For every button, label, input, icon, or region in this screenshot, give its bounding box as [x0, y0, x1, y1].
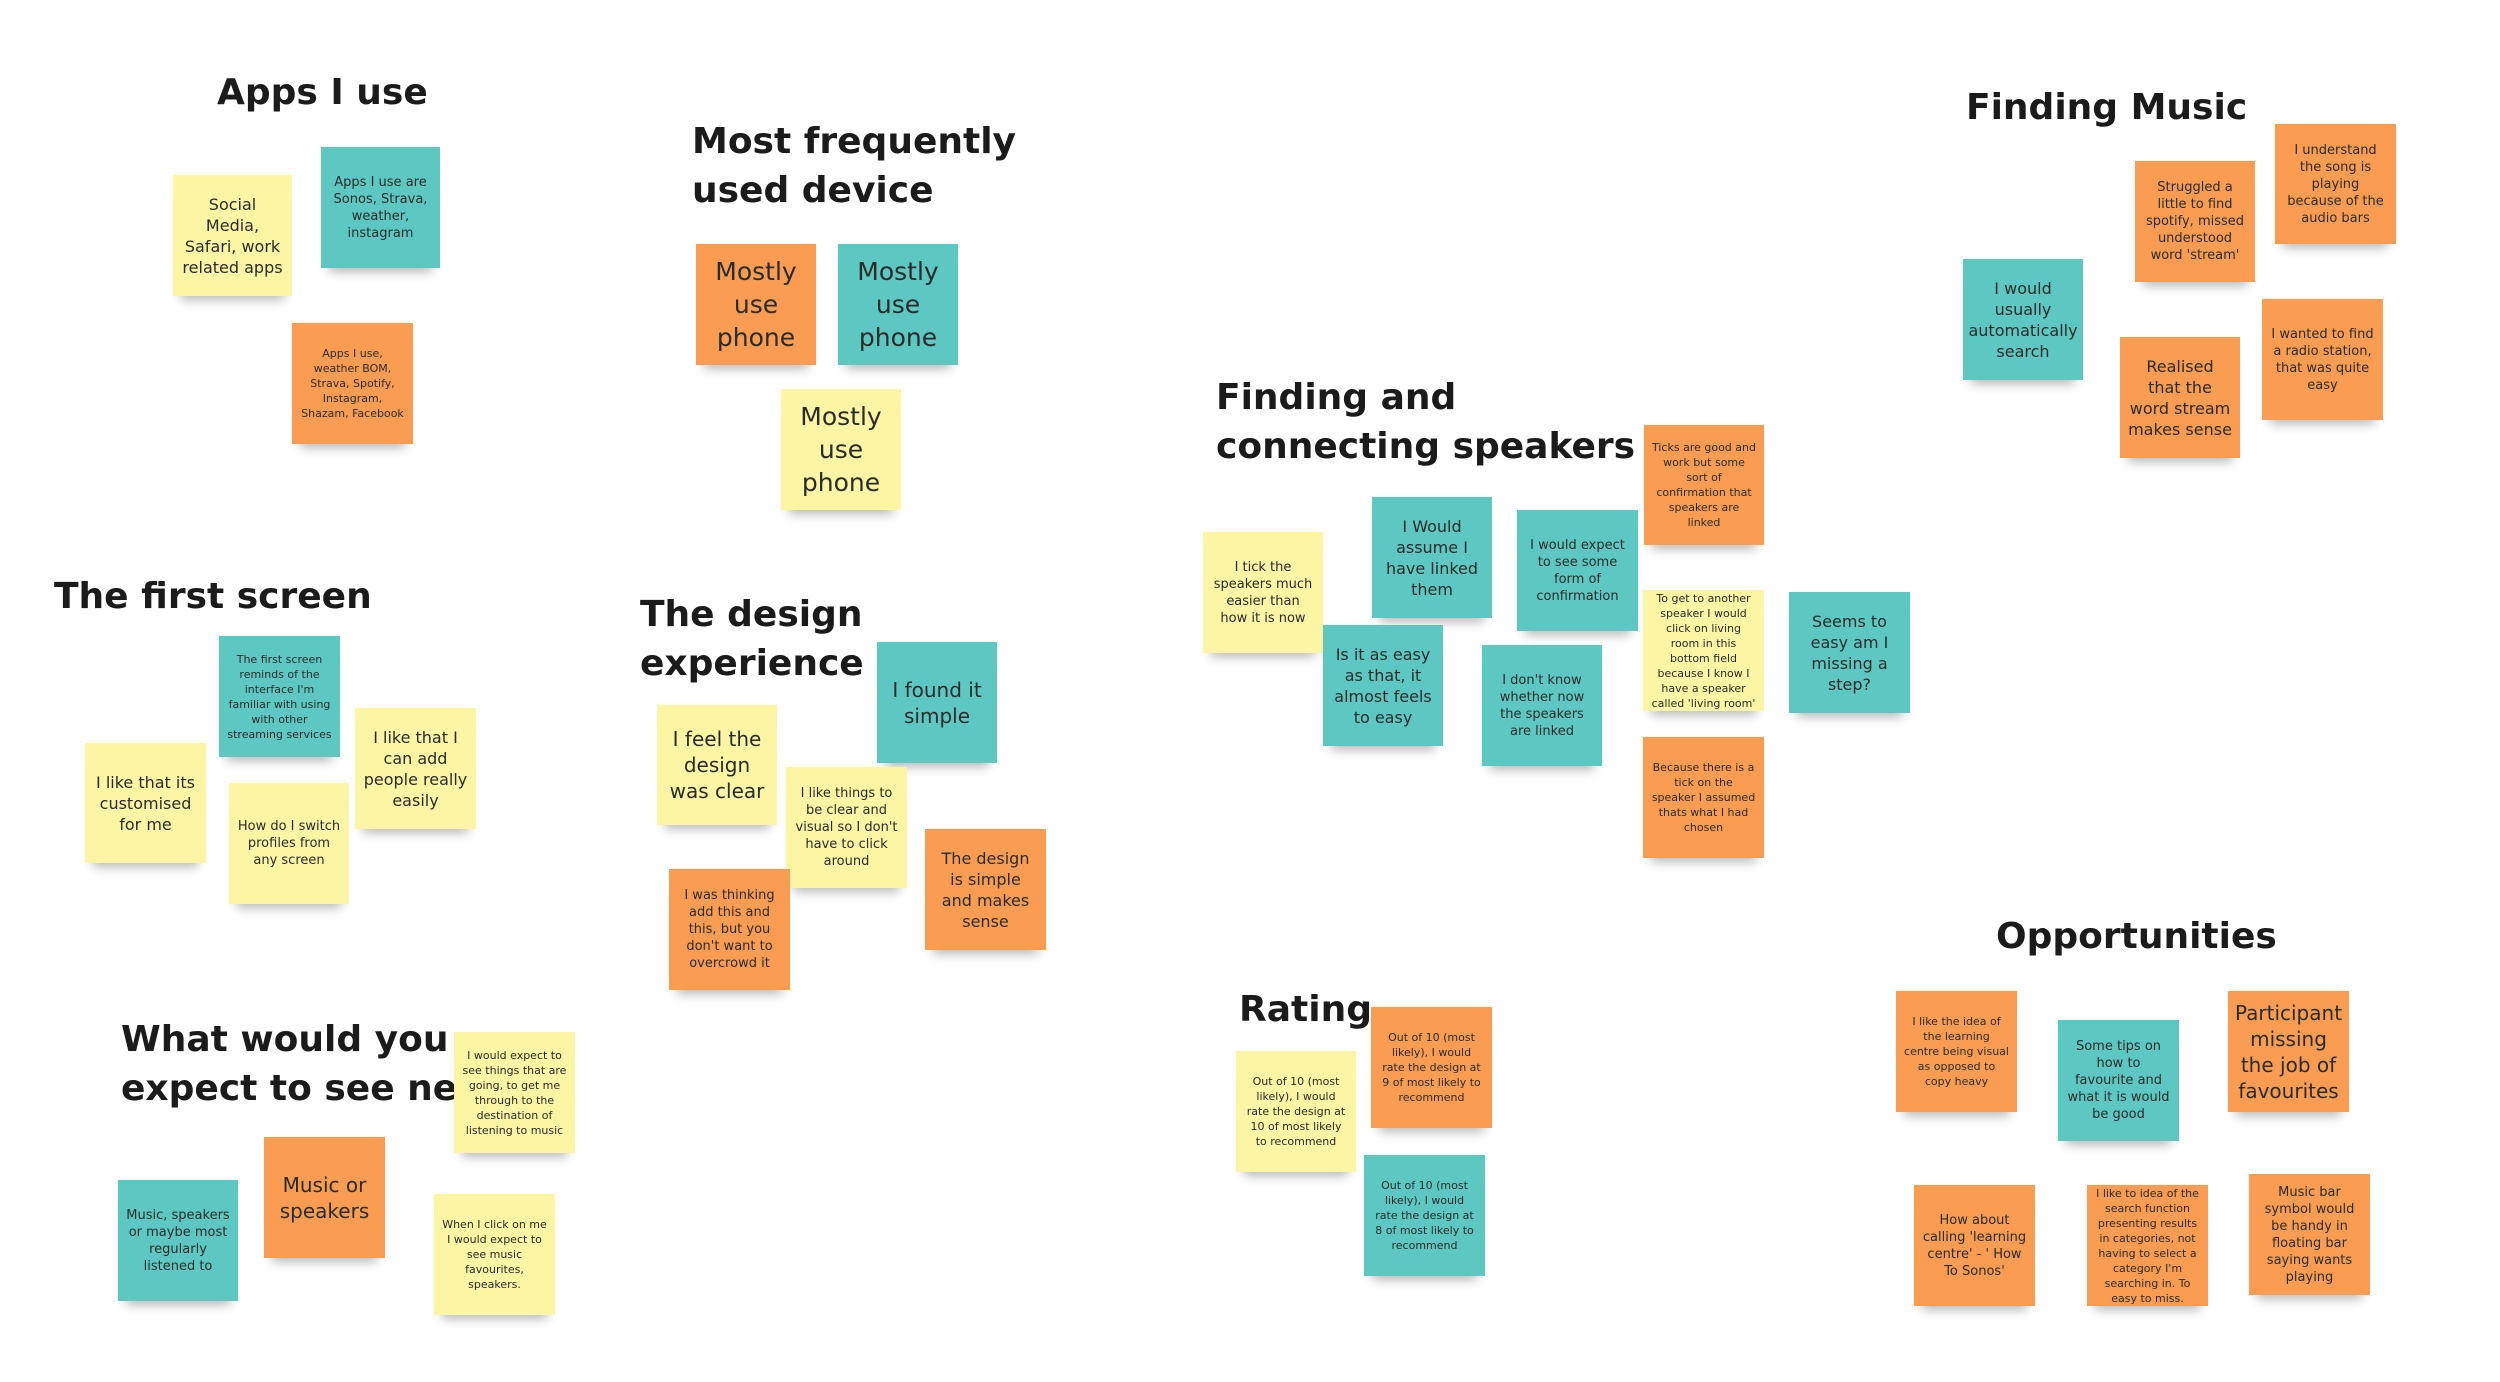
note-text: I would usually automatically search: [1968, 278, 2078, 361]
note-text: How do I switch profiles from any screen: [237, 819, 341, 868]
note-text: I don't know whether now the speakers ar…: [1499, 672, 1585, 739]
section-title: Rating: [1239, 989, 1372, 1030]
sticky-note[interactable]: I would expect to see some form of confi…: [1517, 510, 1638, 631]
sticky-note[interactable]: I wanted to find a radio station, that w…: [2262, 299, 2383, 420]
sticky-note[interactable]: I like things to be clear and visual so …: [786, 767, 907, 888]
sticky-note[interactable]: Music or speakers: [264, 1137, 385, 1258]
sticky-note[interactable]: I would expect to see things that are go…: [454, 1032, 575, 1153]
note-text: I wanted to find a radio station, that w…: [2271, 326, 2374, 393]
section-title: What would you expect to see next: [121, 1019, 498, 1109]
note-text: Out of 10 (most likely), I would rate th…: [1382, 1031, 1481, 1104]
sticky-note[interactable]: How do I switch profiles from any screen: [229, 783, 349, 904]
note-text: Realised that the word stream makes sens…: [2128, 356, 2232, 439]
sticky-note[interactable]: I understand the song is playing because…: [2275, 124, 2396, 244]
sticky-note[interactable]: Seems to easy am I missing a step?: [1789, 592, 1910, 713]
note-text: Because there is a tick on the speaker I…: [1651, 761, 1756, 834]
sticky-note[interactable]: Ticks are good and work but some sort of…: [1644, 425, 1764, 545]
sticky-note[interactable]: Some tips on how to favourite and what i…: [2058, 1020, 2179, 1141]
note-text: I feel the design was clear: [669, 727, 765, 803]
sticky-note[interactable]: The design is simple and makes sense: [925, 829, 1046, 950]
section-title: Opportunities: [1996, 916, 2277, 957]
note-text: Music bar symbol would be handy in float…: [2264, 1184, 2355, 1285]
note-text: The design is simple and makes sense: [941, 848, 1030, 931]
note-text: I was thinking add this and this, but yo…: [684, 888, 775, 971]
sticky-note[interactable]: Mostly use phone: [838, 244, 958, 365]
sticky-note[interactable]: Out of 10 (most likely), I would rate th…: [1371, 1007, 1492, 1128]
note-text: I like that I can add people really easi…: [363, 727, 468, 810]
sticky-note[interactable]: Apps I use, weather BOM, Strava, Spotify…: [292, 323, 413, 444]
note-text: I like to idea of the search function pr…: [2096, 1186, 2199, 1305]
sticky-note[interactable]: Struggled a little to find spotify, miss…: [2135, 161, 2255, 282]
sticky-note[interactable]: Out of 10 (most likely), I would rate th…: [1364, 1155, 1485, 1276]
note-text: Mostly use phone: [800, 402, 882, 497]
sticky-note[interactable]: Participant missing the job of favourite…: [2228, 991, 2349, 1112]
note-text: I Would assume I have linked them: [1385, 516, 1479, 599]
sticky-note[interactable]: Mostly use phone: [696, 244, 816, 365]
sticky-note[interactable]: Realised that the word stream makes sens…: [2120, 337, 2240, 458]
sticky-note[interactable]: Is it as easy as that, it almost feels t…: [1323, 625, 1443, 746]
sticky-note[interactable]: I feel the design was clear: [657, 705, 777, 825]
section-title: The design experience: [640, 594, 864, 684]
sticky-note[interactable]: I found it simple: [877, 642, 997, 763]
note-text: I would expect to see things that are go…: [462, 1048, 567, 1137]
sticky-note[interactable]: The first screen reminds of the interfac…: [219, 636, 340, 757]
note-text: Some tips on how to favourite and what i…: [2067, 1039, 2170, 1122]
note-text: The first screen reminds of the interfac…: [227, 652, 332, 741]
note-text: I would expect to see some form of confi…: [1530, 537, 1625, 604]
note-text: I understand the song is playing because…: [2287, 142, 2384, 226]
sticky-note[interactable]: I tick the speakers much easier than how…: [1203, 532, 1323, 653]
note-text: Ticks are good and work but some sort of…: [1652, 441, 1756, 529]
sticky-note[interactable]: Apps I use are Sonos, Strava, weather, i…: [321, 147, 440, 268]
note-text: Apps I use are Sonos, Strava, weather, i…: [333, 174, 428, 241]
sticky-note[interactable]: Music, speakers or maybe most regularly …: [118, 1180, 238, 1301]
note-text: To get to another speaker I would click …: [1651, 591, 1756, 710]
note-text: Social Media, Safari, work related apps: [182, 194, 283, 277]
sticky-note[interactable]: To get to another speaker I would click …: [1643, 590, 1764, 711]
section-title: Apps I use: [217, 72, 428, 113]
note-text: Struggled a little to find spotify, miss…: [2145, 180, 2245, 263]
sticky-note[interactable]: I would usually automatically search: [1963, 259, 2083, 380]
section-title: Most frequently used device: [692, 121, 1017, 211]
note-text: I like that its customised for me: [96, 772, 195, 834]
note-text: Mostly use phone: [715, 257, 797, 352]
note-text: Participant missing the job of favourite…: [2234, 1000, 2343, 1103]
note-text: Music, speakers or maybe most regularly …: [126, 1207, 230, 1274]
sticky-note[interactable]: I like to idea of the search function pr…: [2087, 1185, 2208, 1306]
note-text: I tick the speakers much easier than how…: [1213, 559, 1313, 626]
section-title: The first screen: [54, 576, 372, 617]
note-text: Seems to easy am I missing a step?: [1810, 611, 1889, 694]
sticky-note[interactable]: I like that I can add people really easi…: [355, 708, 476, 829]
sticky-note[interactable]: Social Media, Safari, work related apps: [173, 175, 292, 296]
note-text: Is it as easy as that, it almost feels t…: [1334, 644, 1432, 727]
sticky-note[interactable]: I like that its customised for me: [85, 743, 206, 863]
sticky-note[interactable]: When I click on me I would expect to see…: [434, 1194, 555, 1315]
sticky-note[interactable]: Mostly use phone: [781, 389, 901, 510]
sticky-note[interactable]: I was thinking add this and this, but yo…: [669, 869, 790, 990]
note-text: Apps I use, weather BOM, Strava, Spotify…: [301, 347, 404, 420]
note-text: When I click on me I would expect to see…: [442, 1218, 547, 1291]
note-text: I like the idea of the learning centre b…: [1904, 1015, 2009, 1088]
sticky-note[interactable]: Out of 10 (most likely), I would rate th…: [1236, 1051, 1356, 1172]
section-title: Finding and connecting speakers: [1216, 377, 1636, 467]
note-text: Out of 10 (most likely), I would rate th…: [1375, 1179, 1474, 1252]
sticky-note[interactable]: I Would assume I have linked them: [1372, 497, 1492, 618]
sticky-note[interactable]: How about calling 'learning centre' - ' …: [1914, 1185, 2035, 1306]
note-text: How about calling 'learning centre' - ' …: [1922, 1212, 2027, 1279]
section-title: Finding Music: [1966, 87, 2248, 128]
sticky-note[interactable]: I like the idea of the learning centre b…: [1896, 991, 2017, 1112]
note-text: Mostly use phone: [857, 257, 939, 352]
note-text: I like things to be clear and visual so …: [795, 786, 898, 869]
sticky-note[interactable]: Music bar symbol would be handy in float…: [2249, 1174, 2370, 1295]
sticky-note[interactable]: Because there is a tick on the speaker I…: [1643, 737, 1764, 858]
note-text: Music or speakers: [279, 1172, 370, 1223]
note-text: Out of 10 (most likely), I would rate th…: [1246, 1075, 1346, 1148]
note-text: I found it simple: [892, 677, 982, 728]
sticky-note[interactable]: I don't know whether now the speakers ar…: [1482, 645, 1602, 766]
